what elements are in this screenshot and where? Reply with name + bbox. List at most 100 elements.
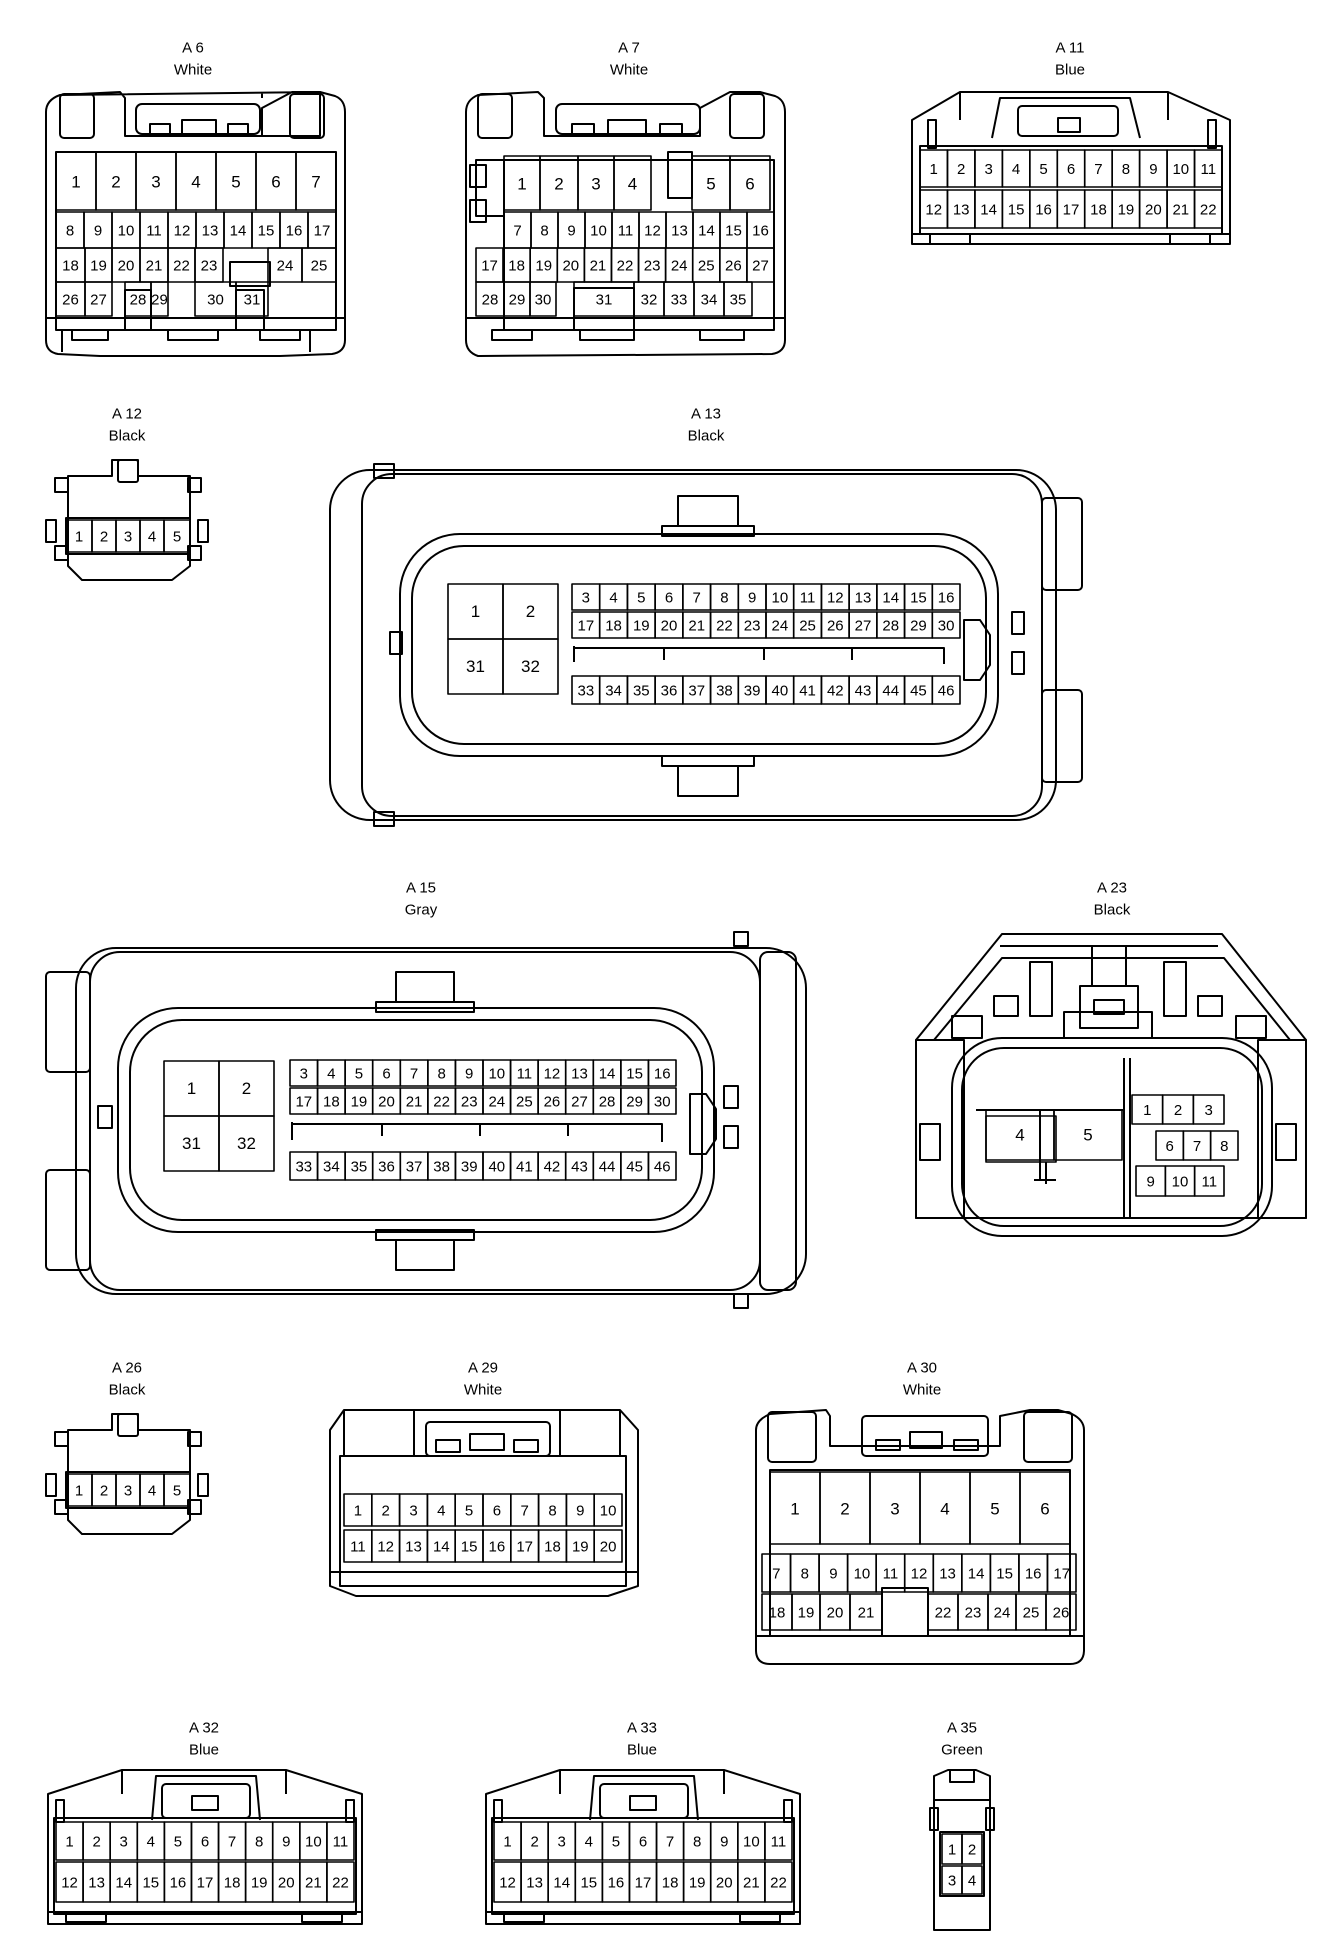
shell-part: [1057, 117, 1081, 133]
pin-number: 9: [465, 1066, 473, 1083]
connector-name: A 15: [406, 880, 436, 897]
shell-part: [1011, 651, 1025, 675]
pin-number: 18: [224, 1875, 241, 1892]
pin-number: 10: [1172, 1174, 1189, 1191]
shell-outline: [291, 1122, 663, 1142]
pin-number: 1: [187, 1079, 196, 1098]
pin-number: 35: [633, 683, 650, 700]
shell-part: [71, 329, 109, 341]
pin-cavity: [931, 675, 961, 705]
pin-number: 34: [701, 292, 718, 309]
pin-number: 24: [994, 1605, 1011, 1622]
pin-cavity: [326, 1821, 355, 1861]
connector-color: Black: [1094, 902, 1131, 919]
pin-number: 18: [662, 1875, 679, 1892]
pin-number: 8: [255, 1834, 263, 1851]
pin-number: 41: [516, 1159, 533, 1176]
pin-number: 25: [516, 1094, 533, 1111]
a26-pin-row-0: [65, 1473, 191, 1507]
pin-number: 5: [1083, 1126, 1092, 1145]
pin-number: 2: [111, 173, 120, 192]
shell-part: [513, 1439, 539, 1453]
a33-pin-row-0: [493, 1821, 793, 1861]
shell-outline: [45, 91, 346, 357]
pin-cavity: [529, 281, 557, 317]
pin-cavity: [723, 281, 753, 317]
pin-number: 31: [182, 1134, 201, 1153]
pin-number: 6: [665, 590, 673, 607]
pin-number: 23: [644, 258, 661, 275]
shell-part: [1093, 999, 1125, 1015]
pin-number: 28: [130, 292, 147, 309]
shell-part: [197, 519, 209, 543]
shell-part: [149, 123, 171, 135]
pin-number: 9: [94, 223, 102, 240]
a33-pin-row-1: [493, 1861, 793, 1903]
pin-cavity: [931, 583, 961, 611]
pin-number: 11: [1200, 161, 1216, 178]
shell-part: [503, 1911, 545, 1923]
pin-number: 10: [118, 223, 135, 240]
pin-number: 3: [409, 1503, 417, 1520]
pin-number: 28: [599, 1094, 616, 1111]
shell-part: [599, 1783, 689, 1819]
a30-pin-row-1: [761, 1553, 1077, 1593]
pin-number: 11: [883, 1566, 899, 1583]
shell-part: [929, 233, 971, 245]
pin-number: 21: [305, 1875, 322, 1892]
pin-number: 31: [466, 657, 485, 676]
pin-number: 15: [142, 1875, 159, 1892]
pin-number: 16: [1025, 1566, 1042, 1583]
pin-number: 13: [88, 1875, 105, 1892]
pin-number: 22: [617, 258, 634, 275]
pin-number: 19: [535, 258, 552, 275]
pin-number: 40: [772, 683, 789, 700]
connector-color: Green: [941, 1742, 983, 1759]
shell-outline: [689, 1093, 717, 1155]
pin-number: 7: [521, 1503, 529, 1520]
pin-number: 15: [461, 1539, 478, 1556]
pin-number: 18: [769, 1605, 786, 1622]
pin-number: 17: [578, 618, 595, 635]
pin-number: 8: [801, 1566, 809, 1583]
pin-number: 7: [410, 1066, 418, 1083]
pin-number: 12: [499, 1875, 516, 1892]
a23-shell: [915, 933, 1307, 1237]
connector-name: A 7: [618, 40, 640, 57]
pin-number: 43: [571, 1159, 588, 1176]
shell-part: [579, 329, 635, 341]
connector-name: A 29: [468, 1360, 498, 1377]
pin-number: 26: [62, 292, 79, 309]
shell-part: [53, 1817, 357, 1915]
shell-outline: [67, 459, 191, 581]
shell-outline: [991, 97, 1141, 139]
pin-number: 4: [609, 590, 617, 607]
pin-number: 35: [351, 1159, 368, 1176]
pin-cavity: [931, 611, 961, 639]
pin-number: 9: [1146, 1174, 1154, 1191]
pin-number: 4: [148, 529, 156, 546]
pin-number: 14: [968, 1566, 985, 1583]
pin-number: 18: [508, 258, 525, 275]
pin-cavity: [301, 247, 337, 283]
pin-number: 29: [910, 618, 927, 635]
shell-part: [491, 1817, 795, 1915]
pin-number: 28: [482, 292, 499, 309]
pin-number: 21: [1172, 202, 1189, 219]
pin-number: 19: [1118, 202, 1135, 219]
shell-part: [375, 1229, 475, 1241]
pin-number: 4: [940, 1500, 949, 1519]
pin-number: 2: [530, 1834, 538, 1851]
a35-pin-row-0: [941, 1833, 983, 1865]
pin-number: 12: [61, 1875, 78, 1892]
pin-number: 46: [938, 683, 955, 700]
pin-number: 4: [437, 1503, 445, 1520]
pin-cavity: [235, 281, 269, 317]
pin-number: 16: [938, 590, 955, 607]
connector-color: White: [903, 1382, 941, 1399]
shell-part: [661, 525, 755, 537]
pin-number: 42: [827, 683, 844, 700]
pin-number: 10: [305, 1834, 322, 1851]
pin-number: 35: [730, 292, 747, 309]
